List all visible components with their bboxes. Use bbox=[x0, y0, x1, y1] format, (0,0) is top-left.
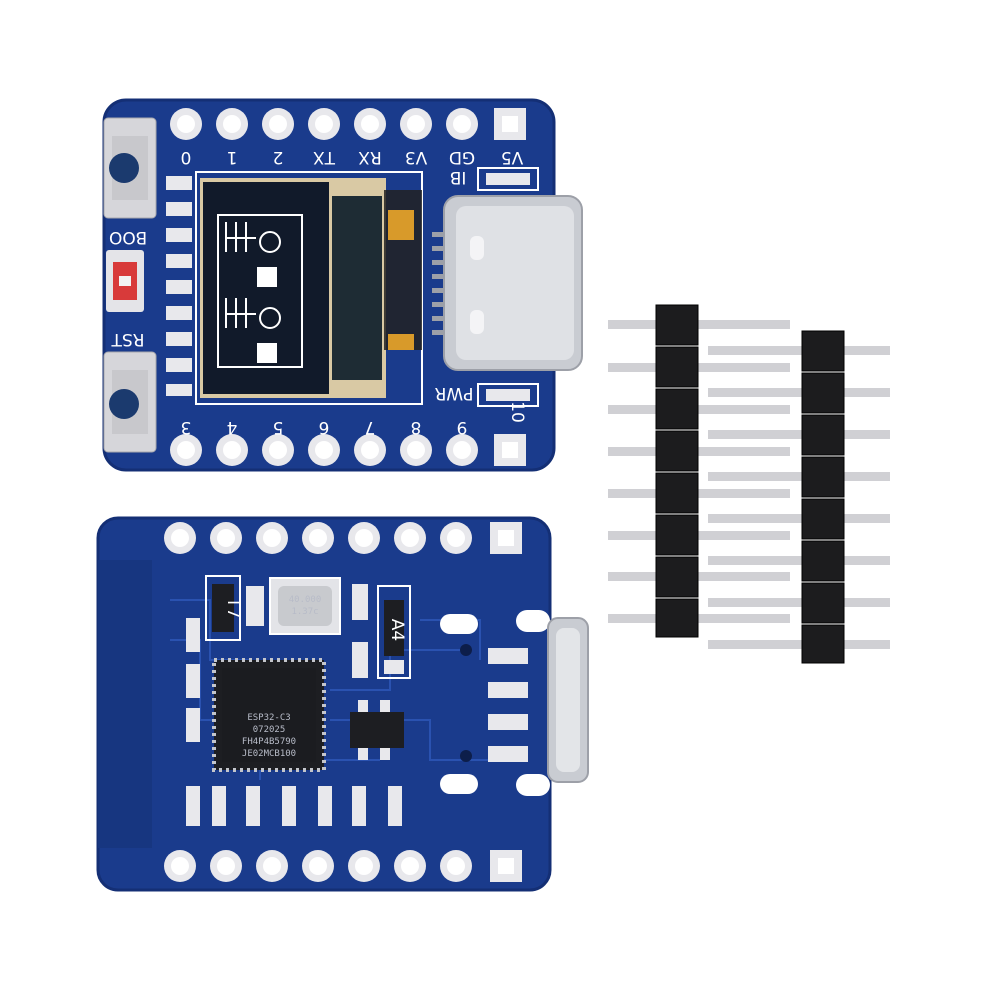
usb-c-connector-top bbox=[432, 195, 583, 371]
top-pin-row bbox=[170, 108, 526, 140]
pin-label-5: 5 bbox=[273, 417, 284, 437]
pin-label-1: 1 bbox=[227, 147, 238, 167]
pin-label-gd: GD bbox=[449, 147, 475, 167]
bottom-pin-row bbox=[170, 434, 526, 466]
usb-c-connector-bottom bbox=[547, 617, 589, 783]
mark-a4: A4 bbox=[387, 619, 407, 641]
mark-t7: T7 bbox=[223, 596, 243, 618]
crystal-oscillator: 40.000 1.37c bbox=[269, 577, 341, 635]
crystal-freq: 40.000 bbox=[289, 595, 322, 605]
crystal-code: 1.37c bbox=[291, 607, 318, 617]
regulator-a4 bbox=[377, 585, 411, 679]
bottom-board-bottom-pads bbox=[164, 850, 522, 882]
ib-label: IB bbox=[450, 167, 467, 187]
pin-label-6: 6 bbox=[319, 417, 330, 437]
transistor-t7 bbox=[205, 575, 241, 641]
reset-button bbox=[103, 351, 157, 453]
pin-header-right bbox=[708, 330, 890, 664]
chip-line-3: FH4P4B5790 bbox=[242, 737, 296, 747]
oled-display bbox=[195, 171, 423, 405]
pin-label-2: 2 bbox=[273, 147, 284, 167]
pin-label-rx: RX bbox=[358, 147, 382, 167]
oled-screen-graphic bbox=[225, 222, 281, 363]
bottom-board: ESP32-C3 072025 FH4P4B5790 JE02MCB100 40… bbox=[96, 516, 589, 892]
chip-line-2: 072025 bbox=[253, 725, 286, 735]
pin-label-10: 10 bbox=[507, 401, 527, 423]
smd-part bbox=[246, 586, 264, 626]
pin-label-7: 7 bbox=[365, 417, 376, 437]
boot-button bbox=[103, 117, 157, 219]
sot23-part bbox=[350, 700, 404, 760]
pin-label-tx: TX bbox=[313, 147, 336, 167]
top-board: 0 1 2 TX RX V3 GD V5 3 4 5 6 7 8 9 10 bbox=[102, 98, 583, 472]
chip-line-1: ESP32-C3 bbox=[247, 713, 290, 723]
pwr-label: PWR bbox=[434, 383, 473, 403]
pin-label-0: 0 bbox=[181, 147, 192, 167]
chip-line-4: JE02MCB100 bbox=[242, 749, 296, 759]
esp32-chip: ESP32-C3 072025 FH4P4B5790 JE02MCB100 bbox=[212, 658, 326, 772]
pin-label-4: 4 bbox=[227, 417, 238, 437]
pin-label-8: 8 bbox=[411, 417, 422, 437]
reset-button-label: RST bbox=[111, 329, 145, 349]
pin-label-9: 9 bbox=[457, 417, 468, 437]
pin-header-left bbox=[608, 304, 790, 638]
smd-resistor-column bbox=[166, 176, 192, 396]
smd-components bbox=[186, 584, 528, 826]
pin-label-v3: V3 bbox=[405, 147, 427, 167]
reset-switch bbox=[106, 250, 144, 312]
usb-mount-pads bbox=[440, 610, 550, 796]
pin-label-v5: V5 bbox=[501, 147, 523, 167]
boot-button-label: BOO bbox=[109, 227, 147, 247]
bottom-board-top-pads bbox=[164, 522, 522, 554]
pin-label-3: 3 bbox=[181, 417, 192, 437]
